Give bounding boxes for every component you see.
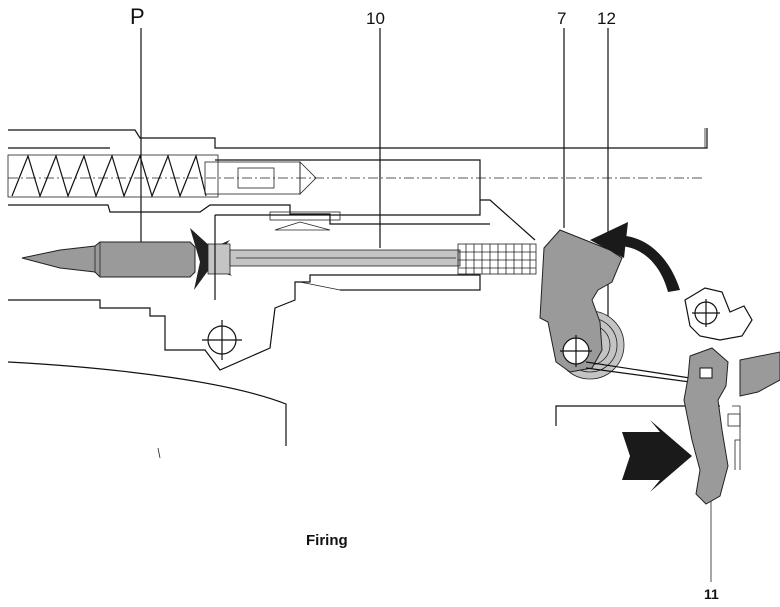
- caption-firing: Firing: [306, 532, 348, 549]
- label-7: 7: [557, 9, 566, 28]
- label-10: 10: [366, 9, 385, 28]
- label-p: P: [130, 4, 145, 29]
- trigger-11: [683, 347, 780, 505]
- sear-upper-part: [684, 287, 753, 341]
- cartridge-p: [21, 241, 196, 278]
- firing-pin-10: [229, 243, 537, 275]
- bolt-body: [214, 200, 481, 300]
- label-12: 12: [597, 9, 616, 28]
- firing-impact-burst: [190, 228, 232, 290]
- label-11: 11: [704, 586, 719, 602]
- hammer-rotation-arrow: [590, 222, 680, 292]
- receiver-housing: [7, 128, 708, 459]
- recoil-spring: [7, 154, 705, 198]
- firing-pin-spring-coils: [458, 244, 536, 274]
- lower-pivot: [202, 320, 242, 360]
- trigger-push-arrow: [622, 420, 692, 492]
- connecting-rod: [585, 361, 691, 383]
